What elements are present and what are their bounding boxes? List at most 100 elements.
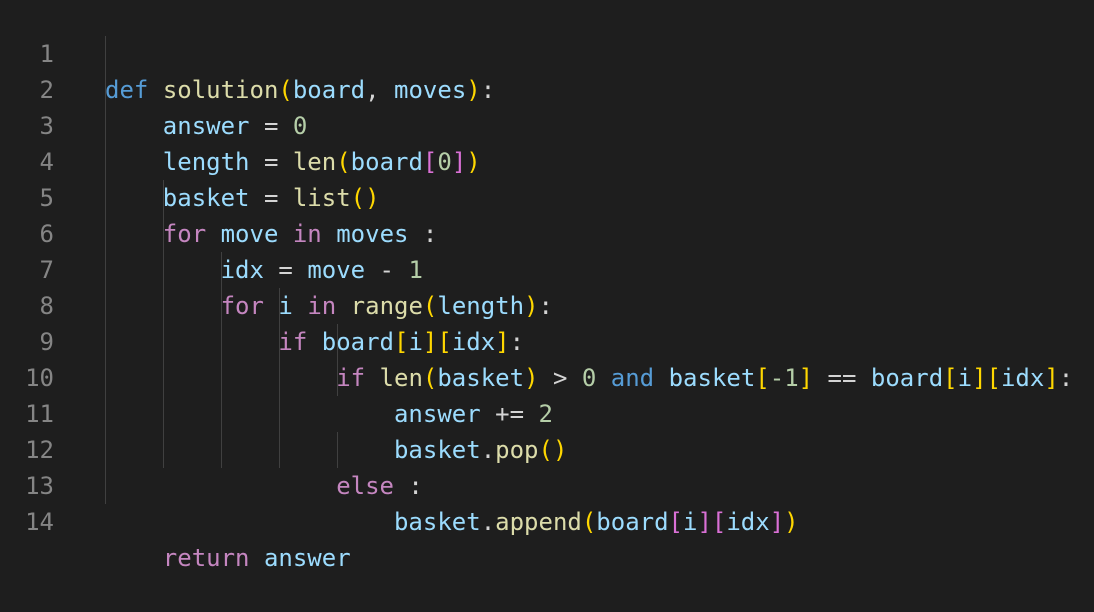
token-function: list — [292, 184, 351, 212]
code-text[interactable]: if len(basket) > 0 and basket[-1] == boa… — [105, 360, 1073, 396]
token-function: range — [350, 292, 423, 320]
line-number: 11 — [25, 400, 54, 428]
code-line[interactable]: 14 return answer — [0, 468, 1094, 572]
indent-guide-level-3 — [221, 252, 222, 468]
code-text[interactable]: for move in moves : — [105, 216, 438, 252]
token-bracket: ] — [798, 364, 814, 392]
code-text[interactable]: for i in range(length): — [105, 288, 553, 324]
token-variable: moves — [336, 220, 409, 248]
code-line[interactable]: 10 answer += 2 — [0, 324, 1094, 428]
token-bracket: ( — [422, 292, 438, 320]
token-punct: : — [393, 472, 423, 500]
token-punct: . — [480, 508, 496, 536]
token-bracket: ) — [466, 148, 481, 176]
code-line[interactable]: 3 length = len(board[0]) — [0, 72, 1094, 176]
code-text[interactable]: basket.pop() — [105, 432, 567, 468]
token-control-keyword: else — [336, 472, 394, 500]
token-bracket: ( — [278, 76, 293, 104]
code-line[interactable]: 8 if board[i][idx]: — [0, 252, 1094, 356]
token-variable: move — [307, 256, 366, 284]
code-text[interactable]: if board[i][idx]: — [105, 324, 524, 360]
token-variable: basket — [162, 184, 250, 212]
code-text[interactable]: idx = move - 1 — [105, 252, 423, 288]
code-text[interactable]: def solution(board, moves): — [105, 72, 495, 108]
token-number: 0 — [292, 112, 308, 140]
code-line[interactable]: 7 for i in range(length): — [0, 216, 1094, 320]
token-bracket: () — [538, 436, 568, 464]
code-line[interactable]: 2 answer = 0 — [0, 36, 1094, 140]
token-keyword: def — [105, 76, 149, 104]
token-variable: answer — [263, 544, 351, 572]
token-function: pop — [495, 436, 539, 464]
token-variable: board — [321, 328, 394, 356]
code-line[interactable]: 1 def solution(board, moves): — [0, 0, 1094, 104]
token-variable: length — [162, 148, 250, 176]
token-variable: board — [596, 508, 669, 536]
token-bracket: ] — [1044, 364, 1059, 392]
code-text[interactable]: else : — [105, 468, 423, 504]
token-number: -1 — [769, 364, 799, 392]
token-punct: : — [538, 292, 553, 320]
code-text[interactable]: return answer — [105, 540, 351, 576]
code-line[interactable]: 12 else : — [0, 396, 1094, 500]
token-variable: length — [437, 292, 525, 320]
code-editor[interactable]: 1 def solution(board, moves): 2 answer =… — [0, 0, 1094, 572]
line-number: 7 — [39, 256, 54, 284]
token-operator: = — [249, 112, 293, 140]
token-operator: == — [813, 364, 871, 392]
line-number: 6 — [39, 220, 54, 248]
token-variable: basket — [668, 364, 756, 392]
code-line[interactable]: 5 for move in moves : — [0, 144, 1094, 248]
code-text[interactable]: length = len(board[0]) — [105, 144, 481, 180]
token-number: 2 — [538, 400, 553, 428]
line-number: 5 — [39, 184, 54, 212]
token-operator: = — [249, 148, 293, 176]
token-variable: i — [278, 292, 293, 320]
token-keyword: and — [610, 364, 655, 392]
token-variable: move — [220, 220, 279, 248]
line-number: 4 — [39, 148, 54, 176]
token-operator: = — [263, 256, 308, 284]
token-bracket: ) — [524, 292, 539, 320]
line-number: 8 — [39, 292, 54, 320]
code-line[interactable]: 6 idx = move - 1 — [0, 180, 1094, 284]
token-operator: > — [538, 364, 582, 392]
code-line[interactable]: 11 basket.pop() — [0, 360, 1094, 464]
token-punct: : — [1058, 364, 1074, 392]
token-punct: . — [480, 436, 496, 464]
token-variable: answer — [162, 112, 250, 140]
code-text[interactable]: answer += 2 — [105, 396, 553, 432]
token-bracket: ( — [336, 148, 351, 176]
code-text[interactable]: basket = list() — [105, 180, 380, 216]
token-bracket: ( — [581, 508, 597, 536]
code-line[interactable]: 4 basket = list () — [0, 108, 1094, 212]
token-bracket: ) — [524, 364, 539, 392]
token-variable: answer — [393, 400, 481, 428]
token-control-keyword: if — [336, 364, 366, 392]
token-variable: basket — [393, 508, 481, 536]
code-text[interactable]: answer = 0 — [105, 108, 308, 144]
line-number: 13 — [25, 472, 54, 500]
token-control-keyword: in — [307, 292, 337, 320]
code-line[interactable]: 9 if len(basket) > 0 and basket[-1] == b… — [0, 288, 1094, 392]
token-punct: , — [365, 76, 395, 104]
token-indent — [105, 544, 163, 572]
token-bracket: [ — [943, 364, 958, 392]
token-bracket: ][ — [697, 508, 727, 536]
token-parameter: board — [292, 76, 366, 104]
code-line[interactable]: 13 basket.append(board[i][idx]) — [0, 432, 1094, 536]
token-bracket: ] — [451, 148, 467, 176]
token-variable: board — [870, 364, 944, 392]
token-operator: - — [365, 256, 409, 284]
token-punct: : — [509, 328, 525, 356]
indent-guide-level-2 — [163, 180, 164, 468]
token-control-keyword: if — [278, 328, 308, 356]
token-punct: : — [480, 76, 496, 104]
code-text[interactable]: basket.append(board[i][idx]) — [105, 504, 799, 540]
token-variable: basket — [437, 364, 525, 392]
token-bracket: ( — [422, 364, 438, 392]
token-parameter: moves — [394, 76, 467, 104]
token-bracket: [ — [755, 364, 770, 392]
token-punct: : — [408, 220, 438, 248]
token-number: 0 — [581, 364, 597, 392]
